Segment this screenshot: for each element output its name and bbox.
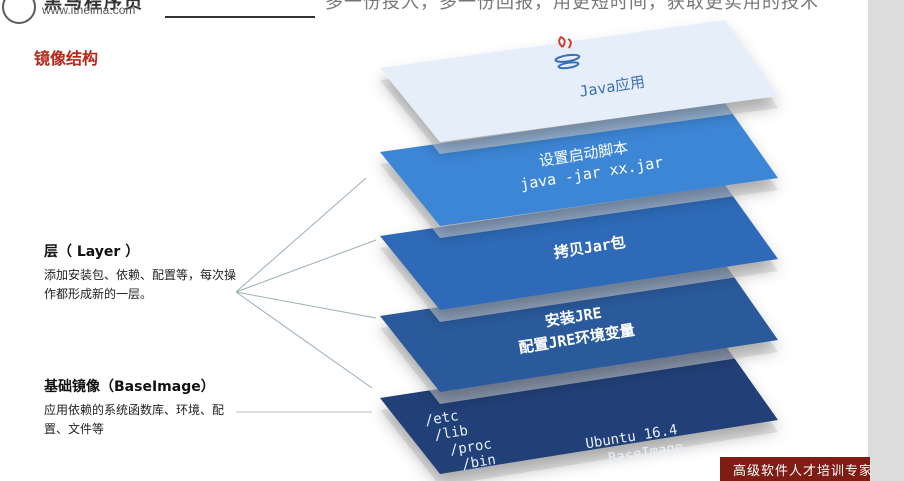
jre-card: 安装JRE 配置JRE环境变量 (380, 264, 778, 404)
jre-card-body (380, 264, 778, 392)
right-scroll-strip (868, 0, 904, 481)
footer-badge (720, 457, 870, 481)
base-image-card: /etc /lib /proc /bin ... Ubuntu 16.4 Bas… (380, 345, 778, 481)
logo-icon (2, 0, 36, 24)
connector-line (235, 291, 373, 389)
connector-line (235, 239, 377, 293)
java-app-card: Java应用 (380, 20, 778, 154)
startup-script-card: 设置启动脚本 java -jar xx.jar (380, 103, 778, 238)
copy-jar-card-body (380, 185, 778, 310)
base-image-title: 基础镜像（BaseImage） (44, 379, 215, 395)
base-dir-more: ... (474, 467, 501, 481)
base-dir-lib: /lib (433, 423, 469, 444)
logo-url: www.itheima.com (42, 3, 136, 17)
base-dir-bin: /bin (461, 452, 497, 473)
connector-lines (235, 177, 377, 389)
footer-badge-text: 高级软件人才培训专家 (733, 464, 874, 479)
connector-line (235, 177, 367, 293)
logo-text: 黑马程序员 (44, 0, 144, 13)
slide-header: 黑马程序员 www.itheima.com 多一份投入，多一份回报，用更短时间，… (0, 0, 868, 24)
connector-line (235, 291, 377, 319)
java-app-card-body (380, 20, 778, 142)
java-logo-icon (554, 35, 581, 70)
image-layers-diagram: /etc /lib /proc /bin ... Ubuntu 16.4 Bas… (235, 20, 778, 481)
layer-description: 添加安装包、依赖、配置等，每次操作都形成新的一层。 (44, 268, 237, 301)
base-image-description: 应用依赖的系统函数库、环境、配置、文件等 (44, 403, 225, 436)
header-divider (165, 16, 315, 18)
base-image-card-body (380, 345, 778, 474)
section-title: 镜像结构 (34, 49, 99, 68)
base-dir-etc: /etc (424, 408, 460, 429)
base-dir-proc: /proc (449, 436, 493, 458)
header-slogan: 多一份投入，多一份回报，用更短时间，获取更实用的技术 (325, 0, 819, 13)
layer-title: 层（ Layer ） (44, 244, 140, 260)
copy-jar-card: 拷贝Jar包 (380, 185, 778, 322)
startup-script-card-body (380, 103, 778, 226)
